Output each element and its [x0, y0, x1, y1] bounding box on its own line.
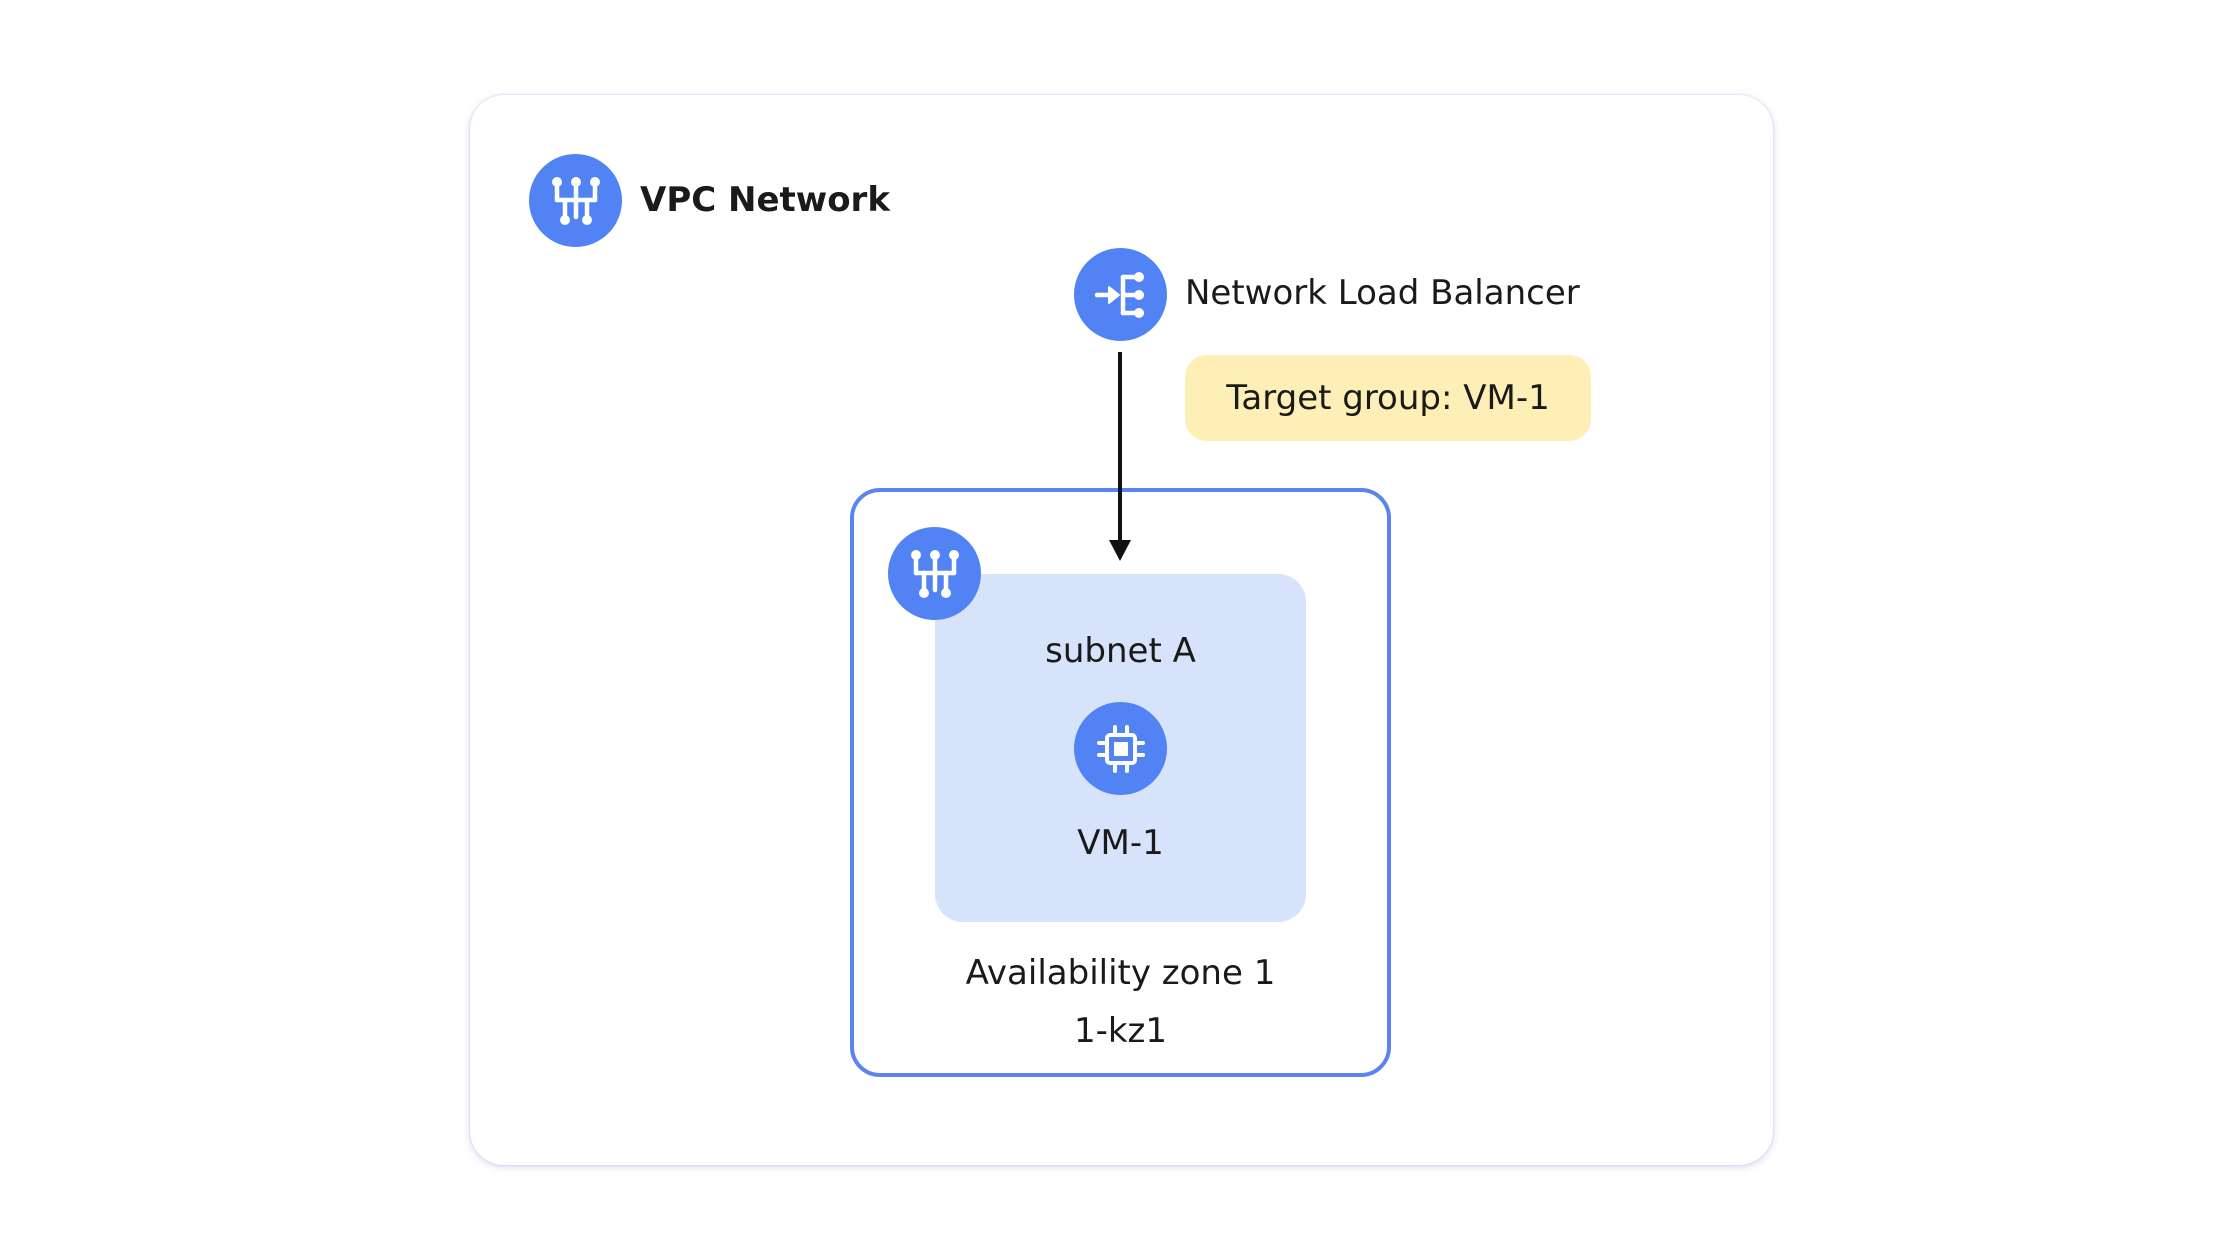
network-icon [529, 154, 622, 247]
subnet-title: subnet A [1045, 631, 1196, 671]
target-group-label: Target group: VM-1 [1226, 378, 1550, 418]
target-group-badge: Target group: VM-1 [1185, 355, 1591, 441]
cpu-chip-icon [1074, 702, 1167, 795]
network-icon [888, 527, 981, 620]
availability-zone-title: Availability zone 1 [965, 953, 1276, 993]
load-balancer-title: Network Load Balancer [1185, 273, 1580, 313]
load-balancer-icon [1074, 248, 1167, 341]
vm-title: VM-1 [1077, 823, 1164, 863]
vpc-network-title: VPC Network [640, 180, 890, 220]
availability-zone-id: 1-kz1 [1073, 1011, 1168, 1051]
